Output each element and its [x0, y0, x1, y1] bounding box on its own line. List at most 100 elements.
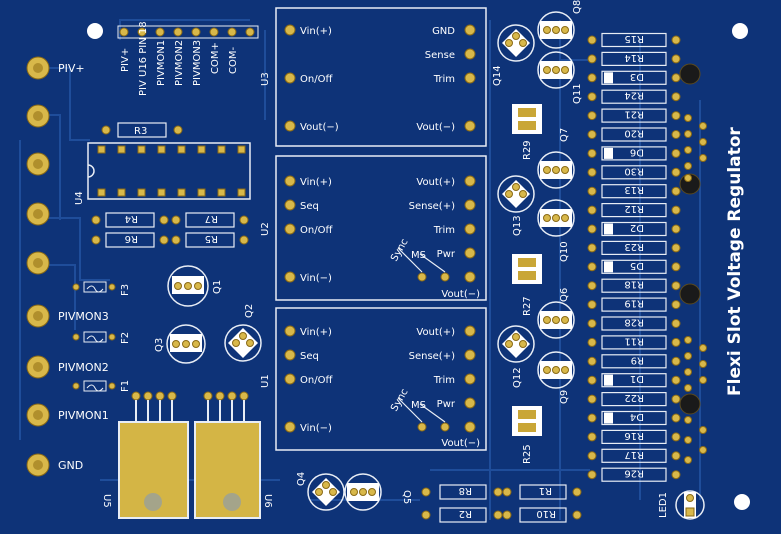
edge-pad-pivmon3 — [26, 304, 50, 328]
transistor-q8: Q8 — [537, 0, 583, 49]
diode-d5: D5 — [587, 259, 681, 274]
label-q13: Q13 — [512, 215, 523, 236]
label-q9: Q9 — [559, 390, 570, 404]
u2-pin-vout-plus: Vout(+) — [416, 177, 455, 188]
header-label-com-minus: COM- — [228, 47, 239, 74]
u1-pin-vout-plus: Vout(+) — [416, 327, 455, 338]
edge-pad-piv — [26, 56, 50, 80]
label-q6: Q6 — [559, 288, 570, 302]
fuse-f1: F1 — [72, 380, 131, 392]
label-u5: U5 — [101, 494, 112, 508]
resistor-r21: R21 — [587, 108, 681, 123]
header-label-piv: PIV+ — [120, 48, 131, 72]
resistor-r28: R28 — [587, 316, 681, 331]
transistor-q13: Q13 — [497, 175, 535, 236]
u2-pin-seq: Seq — [300, 201, 319, 212]
label-u2: U2 — [260, 222, 271, 236]
header-label-pivmon1: PIVMON1 — [156, 40, 167, 86]
label-r3: R3 — [134, 126, 147, 137]
resistor-r9: R9 — [587, 354, 681, 369]
fuse-f3: F3 — [72, 281, 131, 296]
u3-pin-sense: Sense — [425, 50, 455, 61]
label-r21: R21 — [624, 109, 644, 120]
u1-pin-seq: Seq — [300, 351, 319, 362]
u2-pin-vin-minus: Vin(−) — [300, 273, 332, 284]
label-u3: U3 — [260, 72, 271, 86]
label-q7: Q7 — [559, 128, 570, 142]
resistor-column: R15R14D3R24R21R20D6R30R13R12D2R23D5R18R1… — [587, 32, 681, 482]
label-r30: R30 — [624, 165, 644, 176]
u2-pin-sense-plus: Sense(+) — [409, 201, 455, 212]
label-q2: Q2 — [244, 304, 255, 318]
edge-pad-pivmon2 — [26, 355, 50, 379]
edge-pad-4 — [26, 202, 50, 226]
diode-d3: D3 — [587, 70, 681, 85]
label-q8: Q8 — [572, 0, 583, 14]
diode-d1: D1 — [587, 373, 681, 388]
edge-pads — [26, 56, 50, 477]
label-r9: R9 — [631, 354, 644, 365]
label-r22: R22 — [624, 392, 644, 403]
label-r24: R24 — [624, 90, 644, 101]
edge-pad-gnd — [26, 453, 50, 477]
label-d4: D4 — [630, 411, 644, 422]
resistor-r7: R7 — [171, 212, 249, 228]
u2-pin-pwr: Pwr — [437, 249, 456, 260]
resistor-r18: R18 — [587, 278, 681, 293]
label-f2: F2 — [120, 332, 131, 344]
label-u6: U6 — [262, 494, 273, 508]
u1-pin-trim: Trim — [433, 375, 455, 386]
label-d3: D3 — [630, 71, 644, 82]
u3-pin-vout-minus-left: Vout(−) — [300, 122, 339, 133]
resistor-r5: R5 — [171, 232, 249, 248]
resistor-r4: R4 — [91, 212, 169, 228]
resistor-r12: R12 — [587, 203, 681, 218]
label-pivmon1: PIVMON1 — [58, 409, 109, 422]
regulator-u6: U6 — [194, 391, 273, 519]
u3-pin-vin-plus: Vin(+) — [300, 26, 332, 37]
transistor-q12: Q12 — [497, 325, 535, 388]
label-q10: Q10 — [559, 241, 570, 262]
u1-ms-label: MS — [411, 400, 426, 411]
label-r4: R4 — [125, 213, 138, 224]
resistor-r20: R20 — [587, 127, 681, 142]
resistor-r17: R17 — [587, 448, 681, 463]
transistor-q4: Q4 — [296, 472, 345, 511]
resistor-r10: R10 — [502, 507, 582, 523]
label-piv: PIV+ — [58, 62, 85, 75]
mounting-hole-top-right — [732, 23, 748, 39]
resistor-r23: R23 — [587, 240, 681, 255]
resistor-r25: R25 — [512, 406, 542, 464]
u1-pin-vin-minus: Vin(−) — [300, 423, 332, 434]
transistor-q14: Q14 — [492, 24, 535, 86]
edge-pad-2 — [26, 104, 50, 128]
u3-pin-gnd: GND — [432, 26, 455, 37]
resistor-r3: R3 — [101, 122, 183, 138]
u1-pin-pwr: Pwr — [437, 399, 456, 410]
label-r19: R19 — [624, 298, 644, 309]
label-r28: R28 — [624, 317, 644, 328]
u3-pin-vout-minus-right: Vout(−) — [416, 122, 455, 133]
label-d2: D2 — [630, 222, 644, 233]
transistor-q2: Q2 — [224, 304, 262, 362]
u1-pin-vout-minus: Vout(−) — [441, 438, 480, 449]
resistor-r14: R14 — [587, 51, 681, 67]
label-r8: R8 — [459, 485, 472, 496]
header-label-pivmon2: PIVMON2 — [174, 40, 185, 86]
regulator-u5: U5 — [101, 391, 189, 519]
edge-pad-5 — [26, 251, 50, 275]
label-r26: R26 — [624, 468, 644, 479]
edge-pad-3 — [26, 152, 50, 176]
transistor-q1: Q1 — [167, 265, 223, 307]
label-q11: Q11 — [572, 83, 583, 104]
resistor-r29: R29 — [512, 104, 542, 160]
u1-pin-vin-plus: Vin(+) — [300, 327, 332, 338]
u1-pin-sense-plus: Sense(+) — [409, 351, 455, 362]
u1-pin-on-off: On/Off — [300, 375, 333, 386]
header-labels: PIV+ PIV U16 PIN 18 PIVMON1 PIVMON2 PIVM… — [120, 21, 239, 96]
resistor-r8: R8 — [421, 484, 503, 500]
ic-u4: U4 — [74, 142, 251, 205]
label-r20: R20 — [624, 128, 644, 139]
u3-pin-trim: Trim — [433, 74, 455, 85]
